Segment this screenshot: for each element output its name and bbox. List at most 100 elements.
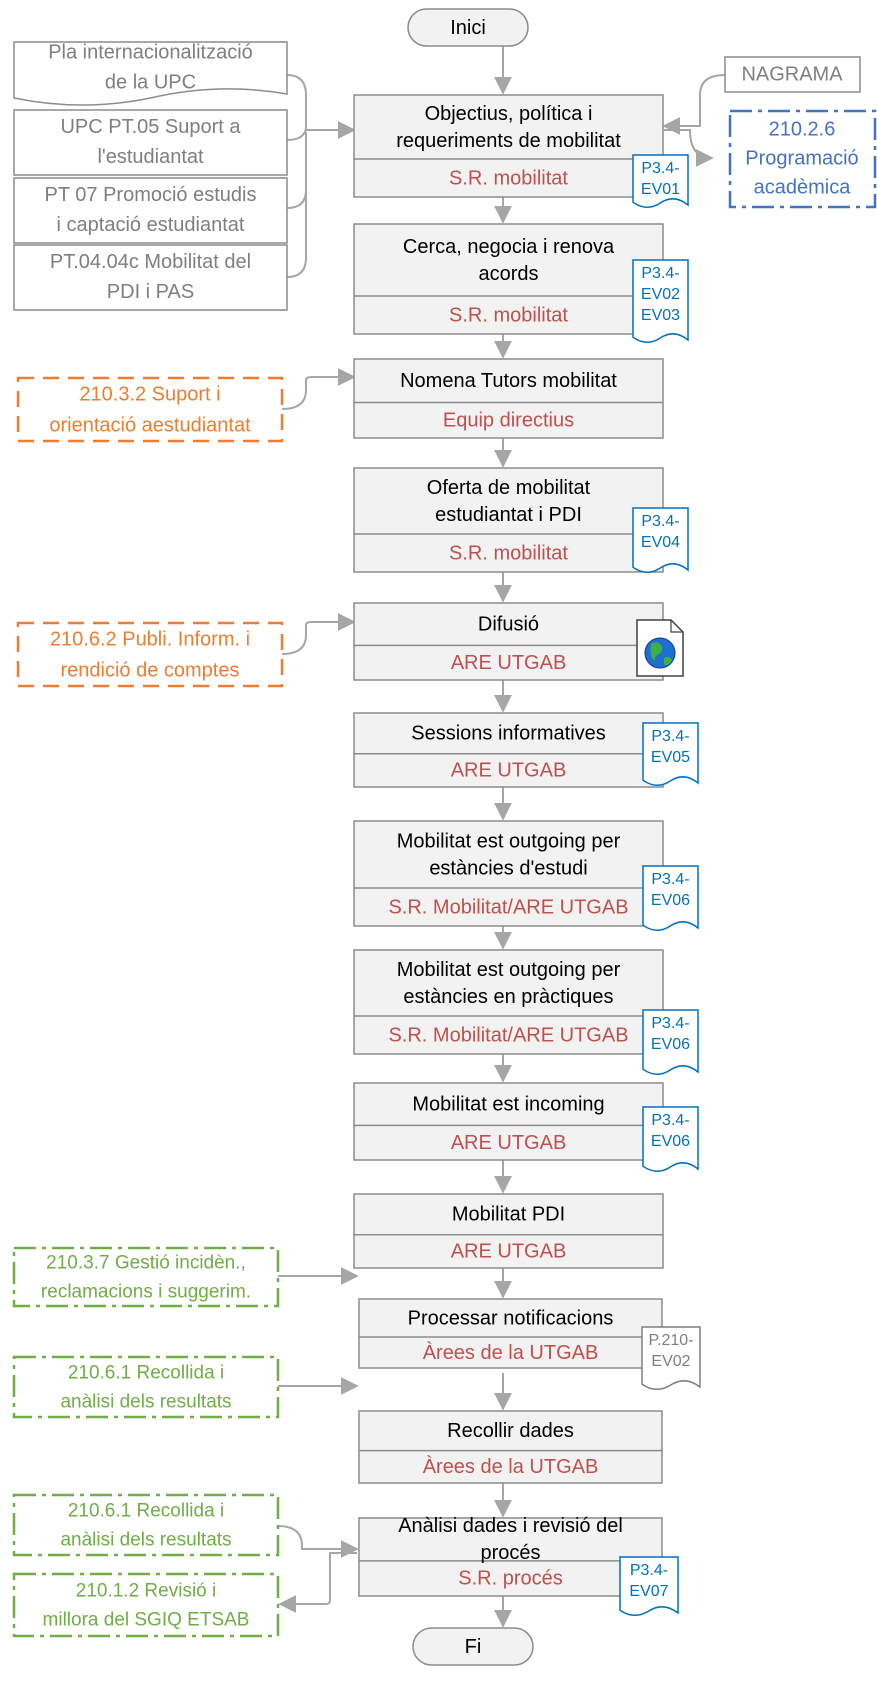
green-process-reference: 210.6.1 Recollida i anàlisi dels resultat…	[12, 1493, 280, 1557]
process-step-owner: S.R. Mobilitat/ARE UTGAB	[388, 1024, 628, 1046]
evidence-code: P3.4-	[641, 160, 679, 177]
process-step-owner: S.R. mobilitat	[449, 542, 568, 564]
process-step-title: Processar notificacions	[408, 1307, 614, 1329]
process-step-box	[353, 602, 664, 681]
evidence-document: P.210-EV02	[641, 1326, 701, 1391]
orange-process-reference-text: 210.6.2 Publi. Inform. i	[50, 628, 250, 650]
blue-process-reference-text: 210.2.6	[769, 118, 836, 140]
evidence-document: P3.4-EV06	[642, 865, 699, 932]
green-process-reference-shape	[12, 1493, 280, 1557]
upstream-input-text: de la UPC	[105, 71, 196, 93]
evidence-document-shape	[632, 259, 689, 344]
orange-process-reference-text: rendició de comptes	[61, 659, 240, 681]
green-process-reference-shape	[12, 1246, 280, 1308]
green-process-reference-text: 210.1.2 Revisió i	[76, 1581, 216, 1602]
process-step-title: Oferta de mobilitat	[427, 477, 591, 499]
evidence-document-shape	[642, 722, 699, 787]
upstream-input-text: UPC PT.05 Suport a	[60, 116, 241, 138]
process-step: Mobilitat PDI ARE UTGAB	[353, 1193, 664, 1269]
evidence-code: EV07	[629, 1583, 668, 1600]
process-step-title: Recollir dades	[447, 1420, 574, 1442]
process-step-title: requeriments de mobilitat	[396, 130, 621, 152]
process-step-title: Nomena Tutors mobilitat	[400, 370, 617, 392]
evidence-document-shape	[632, 154, 689, 209]
process-step-title: Mobilitat PDI	[452, 1204, 565, 1226]
process-step-title: Cerca, negocia i renova	[403, 236, 615, 258]
process-step-box	[353, 949, 664, 1055]
green-process-reference-text: 210.6.1 Recollida i	[68, 1501, 224, 1522]
evidence-code: EV02	[641, 286, 680, 303]
green-process-reference-shape	[12, 1572, 280, 1638]
process-step-owner: S.R. Mobilitat/ARE UTGAB	[388, 896, 628, 918]
nagrama-box-shape	[724, 56, 861, 93]
process-step-title: Mobilitat est incoming	[412, 1093, 604, 1115]
process-step-box	[353, 712, 664, 788]
start-terminator-label: Inici	[450, 17, 486, 39]
evidence-code: EV06	[651, 1036, 690, 1053]
evidence-document-shape	[619, 1556, 679, 1617]
orange-process-reference-text: orientació aestudiantat	[49, 414, 251, 436]
process-step-title: estudiantat i PDI	[435, 504, 582, 526]
globe-land-shape	[650, 642, 672, 666]
evidence-code: P3.4-	[651, 728, 689, 745]
evidence-code: EV05	[651, 749, 690, 766]
evidence-document: P3.4-EV07	[619, 1556, 679, 1617]
orange-process-reference-shape	[16, 376, 284, 443]
process-step-box	[353, 1082, 664, 1161]
orange-process-reference-shape	[16, 621, 284, 688]
process-step-title: Mobilitat est outgoing per	[397, 830, 621, 852]
process-step-box	[353, 820, 664, 927]
nagrama-box: NAGRAMA	[724, 56, 861, 93]
process-step-title: Sessions informatives	[411, 723, 606, 745]
upstream-input-shape	[13, 177, 288, 244]
process-step-owner: Àrees de la UTGAB	[423, 1455, 599, 1478]
process-step-owner: ARE UTGAB	[451, 760, 567, 782]
end-terminator-shape	[412, 1627, 534, 1666]
process-step-box	[358, 1410, 663, 1484]
end-terminator-label: Fi	[465, 1636, 482, 1658]
nagrama-label: NAGRAMA	[741, 63, 843, 85]
connector-lines	[277, 46, 726, 1628]
evidence-code: P3.4-	[651, 1112, 689, 1129]
process-step-owner: S.R. mobilitat	[449, 304, 568, 326]
process-step-title: Difusió	[478, 613, 539, 635]
evidence-document: P3.4- EV05	[642, 722, 699, 787]
evidence-code: P3.4-	[651, 871, 689, 888]
process-step-box	[353, 467, 664, 573]
process-step-title: procés	[480, 1542, 540, 1564]
process-step-owner: S.R. mobilitat	[449, 167, 568, 189]
upstream-input-text: l'estudiantat	[97, 146, 204, 168]
upstream-input-shape	[13, 41, 288, 106]
process-step-owner: ARE UTGAB	[451, 1241, 567, 1263]
evidence-document-shape	[642, 1009, 699, 1076]
green-process-reference-text: anàlisi dels resultats	[60, 1530, 231, 1551]
end-terminator: Fi	[412, 1627, 534, 1666]
process-step-owner: Equip directius	[443, 410, 574, 432]
green-process-reference: 210.3.7 Gestió incidèn.,reclamacions i s…	[12, 1246, 280, 1308]
start-terminator-shape	[407, 8, 529, 47]
evidence-document-shape	[642, 865, 699, 932]
process-step-title: Mobilitat est outgoing per	[397, 959, 621, 981]
evidence-document: P3.4-EV06	[642, 1009, 699, 1076]
evidence-code: P3.4-	[641, 265, 679, 282]
process-step-owner: S.R. procés	[458, 1568, 562, 1590]
blue-process-reference-text: Programació	[745, 147, 858, 169]
upstream-input: UPC PT.05 Suport a l'estudiantat	[13, 109, 288, 176]
upstream-input-shape	[13, 244, 288, 311]
